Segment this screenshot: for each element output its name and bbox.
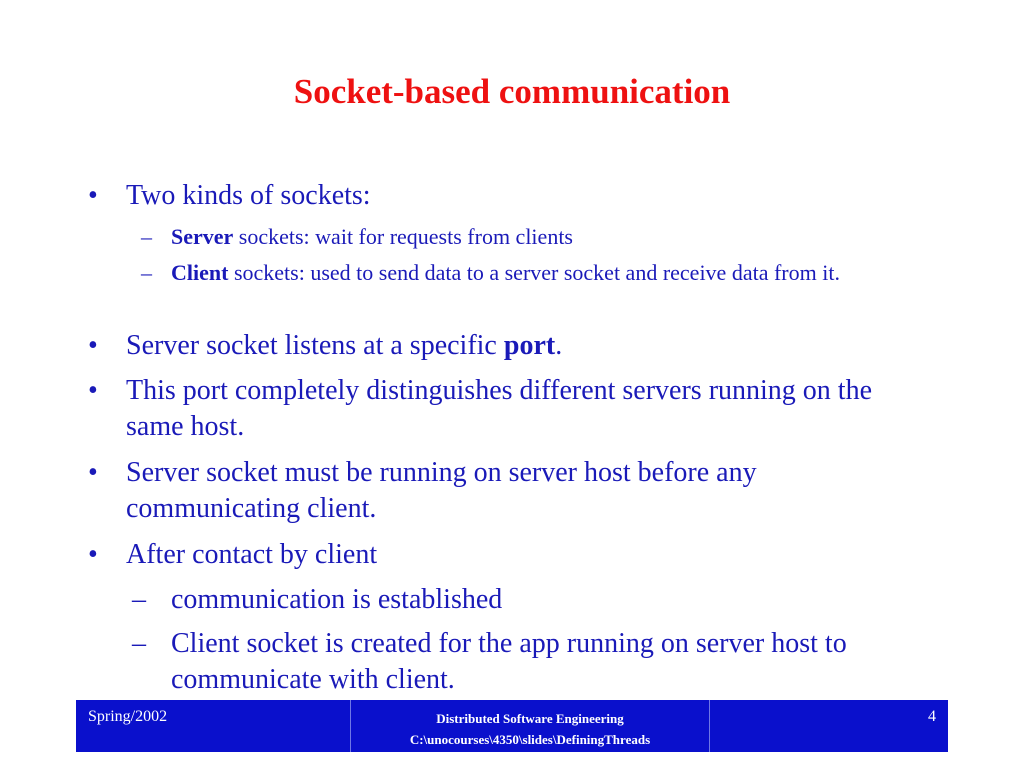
footer-date: Spring/2002 [88,708,168,725]
bullet-text: After contact by client [126,539,378,570]
bullet-text-end: . [555,330,563,361]
bullet-item: • Server socket must be running on serve… [88,455,908,527]
bold-term: port [503,330,556,361]
bullet-item: • After contact by client [88,537,908,573]
bullet-marker: • [88,330,98,361]
slide-footer: Spring/2002 Distributed Software Enginee… [76,700,948,752]
bullet-item: • This port completely distinguishes dif… [88,373,908,445]
dash-marker: – [141,260,152,285]
bullet-marker: • [88,539,98,570]
sub-bullet-text: Client sockets: used to send data to a s… [171,257,901,288]
bullet-marker: • [88,375,98,406]
sub-bullet-text: communication is established [171,584,503,615]
bullet-text: This port completely distinguishes diffe… [126,375,873,442]
footer-page-number: 4 [928,708,936,725]
bold-term: Server [171,224,234,249]
sub-bullet-rest: sockets: wait for requests from clients [233,224,573,249]
sub-bullet-item: – communication is established [132,582,912,618]
sub-bullet-item: – Client sockets: used to send data to a… [141,257,901,288]
footer-course-info: Distributed Software Engineering C:\unoc… [350,700,710,752]
sub-bullet-item: – Server sockets: wait for requests from… [141,221,901,252]
dash-marker: – [132,628,146,659]
bullet-text: Server socket listens at a specific port… [126,328,908,364]
bold-term: Client [171,260,229,285]
bullet-text: Two kinds of sockets: [126,180,371,211]
bullet-item: • Two kinds of sockets: [88,178,908,214]
sub-bullet-item: – Client socket is created for the app r… [132,626,912,698]
bullet-item: • Server socket listens at a specific po… [88,328,908,364]
bullet-text-start: Server socket listens at a specific [126,330,504,361]
sub-bullet-rest: sockets: used to send data to a server s… [228,260,840,285]
slide-title: Socket-based communication [293,72,731,111]
sub-bullet-text: Client socket is created for the app run… [171,628,847,695]
footer-course-title: Distributed Software Engineering [436,711,624,726]
sub-bullet-text: Server sockets: wait for requests from c… [171,221,901,252]
bullet-marker: • [88,457,98,488]
dash-marker: – [132,584,146,615]
dash-marker: – [141,224,152,249]
footer-file-path: C:\unocourses\4350\slides\DefiningThread… [409,732,651,747]
bullet-text: Server socket must be running on server … [126,457,757,524]
bullet-marker: • [88,180,98,211]
slide-content: • Two kinds of sockets: – Server sockets… [88,178,912,698]
